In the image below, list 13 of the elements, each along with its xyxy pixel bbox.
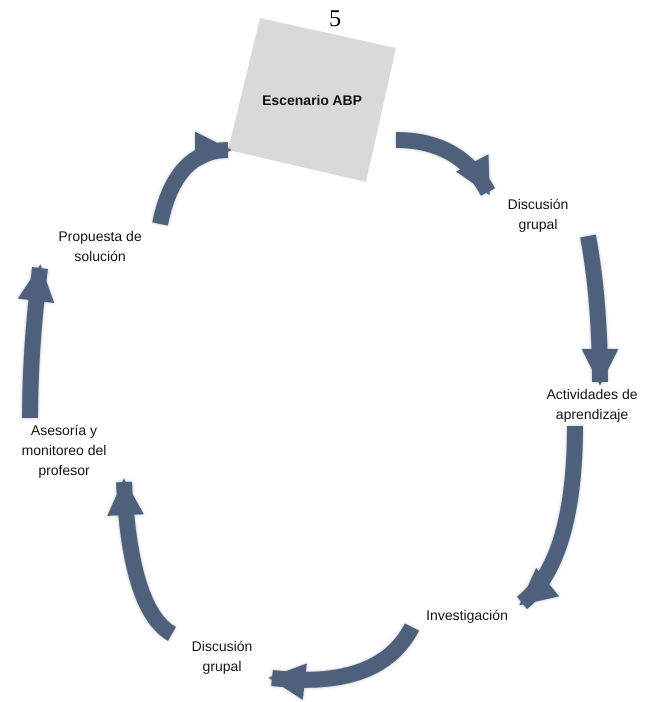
curved-arrow: [152, 134, 232, 226]
node-text: Actividades de aprendizaje: [545, 385, 639, 424]
node-text: Asesoría y monitoreo del profesor: [20, 421, 108, 480]
node-text: Propuesta de solución: [57, 227, 143, 266]
node-text: Discusión grupal: [506, 195, 570, 234]
curved-arrow: [580, 234, 618, 386]
curved-arrow: [516, 426, 583, 609]
page-number: 5: [328, 6, 342, 33]
node-text: Escenario ABP: [262, 91, 362, 110]
node-text: Investigación: [426, 606, 508, 625]
curved-arrow: [18, 264, 54, 418]
node-text: Discusión grupal: [190, 637, 254, 676]
curved-arrow: [396, 132, 495, 196]
